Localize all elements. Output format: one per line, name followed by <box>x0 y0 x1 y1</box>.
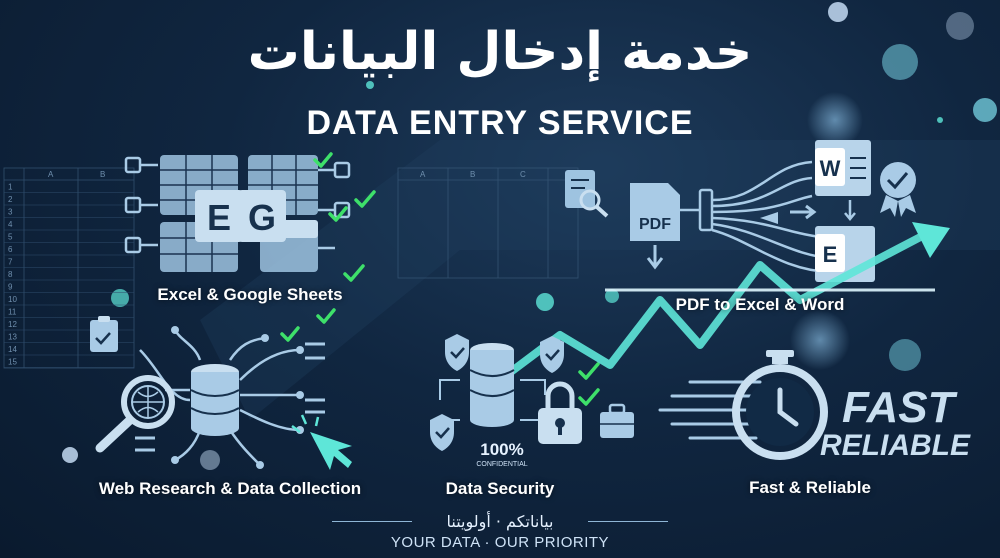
grid-col-label: B <box>100 170 105 179</box>
cursor-click-icon <box>291 414 352 470</box>
reliable-word: RELIABLE <box>820 429 971 462</box>
caption-pdf-to-excel-word: PDF to Excel & Word <box>675 295 845 314</box>
page-title-english: DATA ENTRY SERVICE <box>306 104 694 142</box>
grid-row-label: 3 <box>8 208 13 217</box>
stopwatch-icon <box>732 350 828 460</box>
grid-row-label: 7 <box>8 258 13 267</box>
database-icon <box>190 364 240 436</box>
caption-fast-reliable: Fast & Reliable <box>749 478 871 497</box>
padlock-icon <box>538 381 582 444</box>
grid-row-label: 4 <box>8 220 13 229</box>
caption-web-research: Web Research & Data Collection <box>98 479 362 498</box>
footer-divider-left <box>332 521 412 522</box>
magnifier-globe-icon <box>95 375 175 453</box>
caption-data-security: Data Security <box>445 479 555 498</box>
grid-col-label: C <box>520 170 526 179</box>
security-confidential: CONFIDENTIAL <box>476 461 527 468</box>
grid-row-label: 15 <box>8 358 17 367</box>
grid-col-label: A <box>420 170 426 179</box>
grid-col-label: B <box>470 170 475 179</box>
excel-letter: E <box>207 197 231 238</box>
fast-word: FAST <box>842 383 958 432</box>
google-letter: G <box>248 197 276 238</box>
grid-row-label: 14 <box>8 345 17 354</box>
grid-row-label: 2 <box>8 195 13 204</box>
grid-row-label: 6 <box>8 245 13 254</box>
security-percent: 100% <box>480 440 523 459</box>
footer-tagline-english: YOUR DATA · OUR PRIORITY <box>390 534 610 551</box>
caption-excel-google-sheets: Excel & Google Sheets <box>157 285 343 304</box>
grid-row-label: 12 <box>8 320 17 329</box>
grid-row-label: 11 <box>8 308 17 317</box>
grid-row-label: 9 <box>8 283 13 292</box>
word-letter: W <box>820 156 841 181</box>
shield-check-icon <box>430 334 564 451</box>
grid-row-label: 5 <box>8 233 13 242</box>
database-icon <box>469 343 515 427</box>
document-search-icon <box>565 170 609 218</box>
clipboard-icon <box>90 316 118 352</box>
grid-row-label: 13 <box>8 333 17 342</box>
briefcase-icon <box>600 403 634 438</box>
certified-badge-icon <box>880 162 916 217</box>
excel-letter-small: E <box>823 242 838 267</box>
footer-divider-right <box>588 521 668 522</box>
grid-row-label: 8 <box>8 270 13 279</box>
pdf-label: PDF <box>639 216 671 233</box>
grid-row-label: 10 <box>8 295 17 304</box>
page-title-arabic: خدمة إدخال البيانات <box>247 22 753 82</box>
grid-row-label: 1 <box>8 183 13 192</box>
grid-col-label: A <box>48 170 54 179</box>
footer-tagline-arabic: بياناتكم · أولويتنا <box>446 512 554 531</box>
